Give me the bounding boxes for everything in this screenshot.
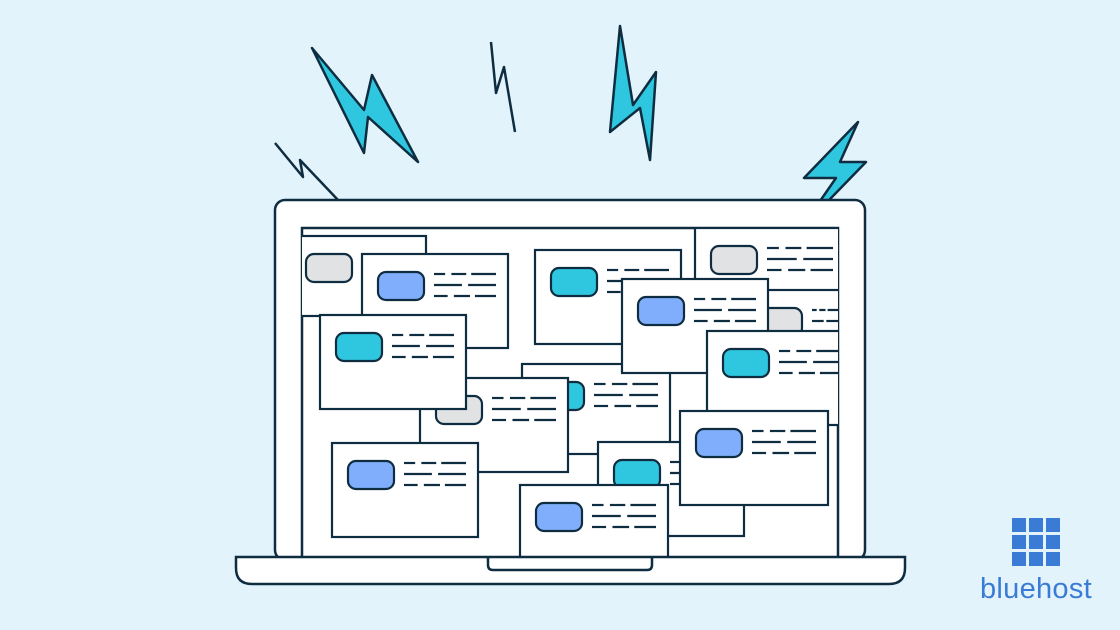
- laptop-notch: [486, 557, 654, 572]
- popup-frame: [705, 329, 838, 427]
- popup-button-shape: [636, 295, 686, 327]
- popup-button-shape: [346, 459, 396, 491]
- popup-frame: [330, 441, 480, 539]
- popup-window: [518, 483, 670, 558]
- popup-button-shape: [709, 244, 759, 276]
- logo-square: [1029, 552, 1043, 566]
- brand-logo: bluehost: [972, 518, 1100, 606]
- logo-square: [1046, 552, 1060, 566]
- bluehost-logo-icon: [1012, 518, 1060, 566]
- popup-button-shape: [721, 347, 771, 379]
- popup-button-shape: [334, 331, 384, 363]
- popup-window: [678, 409, 830, 507]
- lightning-bolts: [274, 24, 868, 232]
- popup-button-shape: [304, 252, 354, 284]
- logo-square: [1046, 535, 1060, 549]
- logo-square: [1012, 535, 1026, 549]
- popup-button-shape: [612, 458, 662, 490]
- popup-window: [330, 441, 480, 539]
- popup-button-shape: [534, 501, 584, 533]
- popup-window: [705, 329, 838, 427]
- popup-window: [318, 313, 468, 411]
- brand-name: bluehost: [979, 573, 1093, 605]
- lightning-bolt-icon: [608, 24, 658, 162]
- popup-frame: [678, 409, 830, 507]
- logo-square: [1046, 518, 1060, 532]
- logo-square: [1029, 518, 1043, 532]
- popup-frame: [318, 313, 468, 411]
- logo-square: [1029, 535, 1043, 549]
- popup-button-shape: [376, 270, 426, 302]
- lightning-bolt-icon: [310, 46, 420, 164]
- popup-windows: [302, 228, 838, 558]
- popup-button-shape: [549, 266, 599, 298]
- lightning-bolt-icon: [274, 142, 339, 201]
- logo-square: [1012, 552, 1026, 566]
- logo-square: [1012, 518, 1026, 532]
- popup-button-shape: [694, 427, 744, 459]
- lightning-bolt-icon: [489, 41, 517, 133]
